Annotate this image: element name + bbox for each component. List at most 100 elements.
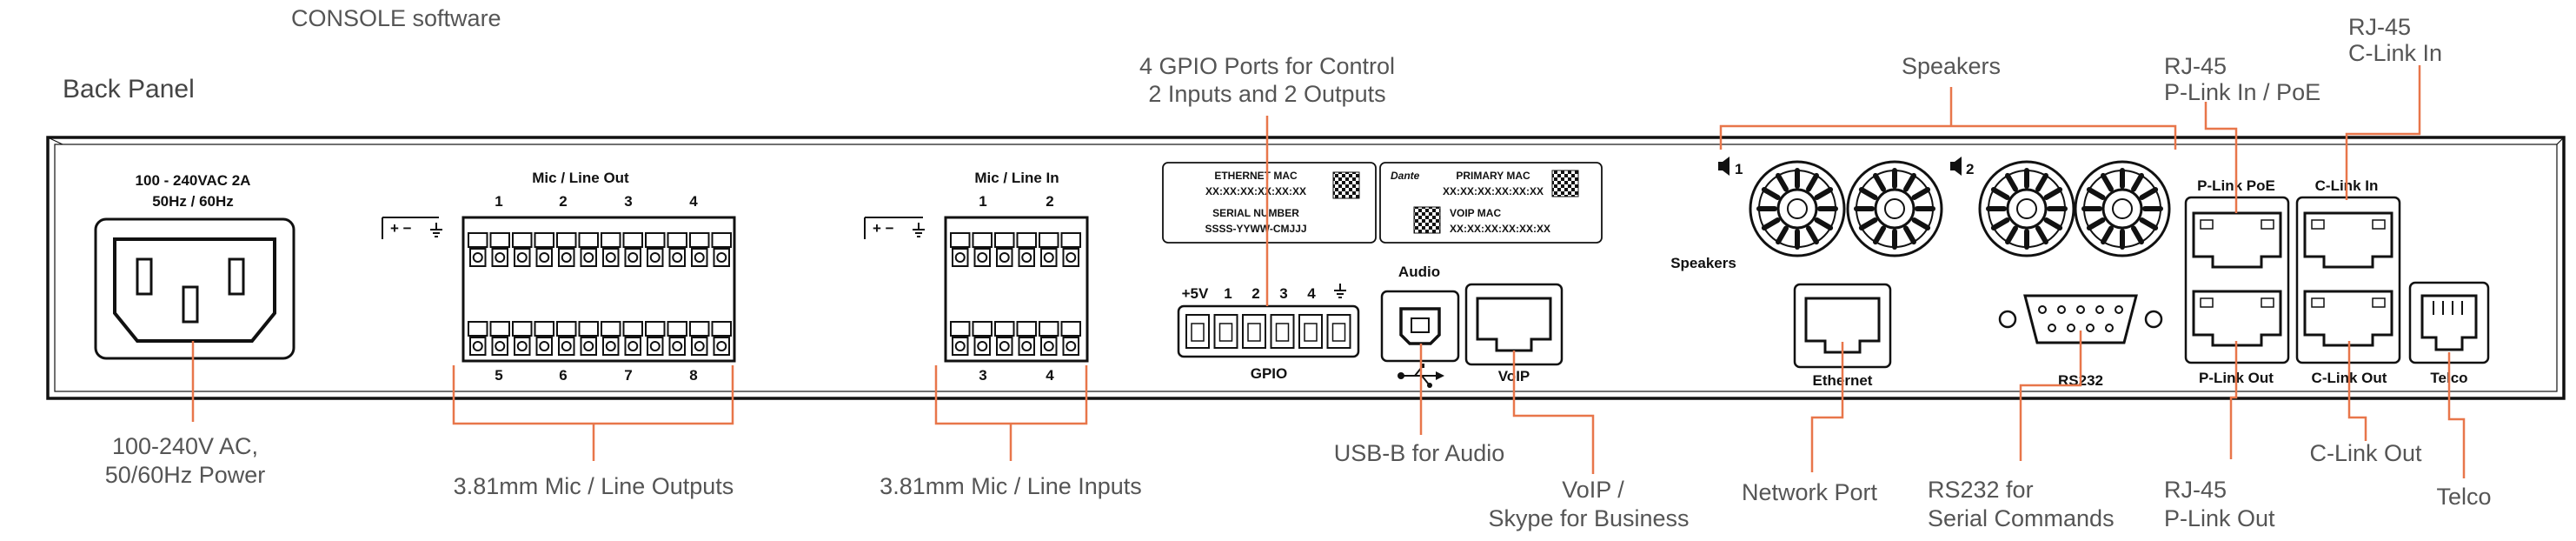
terminal-pin	[667, 321, 687, 356]
gpio-pin	[1326, 314, 1351, 349]
terminal-pin	[622, 321, 643, 356]
terminal-pin	[711, 232, 732, 267]
mic-in-num-3: 3	[979, 367, 986, 384]
serial-number-label: SERIAL NUMBER	[1212, 207, 1299, 219]
db9-pin	[2095, 305, 2104, 314]
terminal-pin	[950, 321, 971, 356]
gpio-pin	[1242, 314, 1266, 349]
telco-callout: Telco	[2436, 484, 2491, 510]
voip-mac-label: VOIP MAC	[1450, 207, 1501, 219]
terminal-pin	[645, 321, 666, 356]
terminal-pin	[601, 232, 621, 267]
mic-out-num-3: 3	[624, 193, 632, 210]
speaker-terminals: 1 2 Speakers	[1670, 157, 2171, 271]
dante-mac-label: PRIMARY MAC	[1456, 170, 1530, 182]
plink-in-callout-1: RJ-45	[2164, 53, 2227, 79]
speaker-icon	[1718, 157, 1730, 176]
clink-out-callout: C-Link Out	[2309, 440, 2422, 466]
mic-in-num-2: 2	[1046, 193, 1053, 210]
voip-callout-2: Skype for Business	[1488, 505, 1689, 531]
terminal-pin	[556, 232, 577, 267]
rj45-jack	[2303, 211, 2393, 269]
plink-in-leader	[2204, 102, 2238, 213]
mic-out-num-1: 1	[495, 193, 502, 210]
db9-pin	[2038, 305, 2047, 314]
mic-out-num-8: 8	[689, 367, 697, 384]
ethernet-mac-value: XX:XX:XX:XX:XX:XX	[1205, 185, 1306, 197]
clink-out-leader	[2347, 341, 2367, 441]
mic-out-polarity: + −	[390, 220, 412, 237]
mic-out-callout: 3.81mm Mic / Line Outputs	[454, 473, 734, 499]
ground-icon	[1334, 284, 1346, 298]
cropped-top-text: CONSOLE software	[291, 5, 501, 31]
speakers-callout: Speakers	[1902, 53, 2001, 79]
terminal-pin	[667, 232, 687, 267]
leader-lines	[191, 65, 2466, 478]
mic-line-out-terminal: Mic / Line Out 1 2 3 4 5 6 7 8 + −	[382, 170, 736, 384]
voip-mac-value: XX:XX:XX:XX:XX:XX	[1450, 223, 1550, 235]
mic-out-num-6: 6	[559, 367, 567, 384]
voip-leader	[1512, 351, 1595, 474]
network-callout: Network Port	[1742, 479, 1878, 505]
terminal-pin	[689, 321, 710, 356]
mic-out-num-2: 2	[559, 193, 567, 210]
rs232-callout-1: RS232 for	[1928, 477, 2034, 503]
gpio-pin-label-3: 3	[1279, 285, 1287, 302]
terminal-pin	[1016, 232, 1037, 267]
speaker-knob	[1846, 160, 1943, 257]
rj45-jack	[2192, 211, 2282, 269]
rs232-callout-2: Serial Commands	[1928, 505, 2115, 531]
power-inlet: 100 - 240VAC 2A 50Hz / 60Hz	[94, 172, 295, 360]
speaker-icon	[1950, 157, 1962, 176]
speakers-panel-label: Speakers	[1670, 255, 1736, 271]
ground-icon	[430, 223, 442, 237]
mic-in-polarity: + −	[873, 220, 894, 237]
terminal-pin	[578, 232, 599, 267]
plink-out-callout-1: RJ-45	[2164, 477, 2227, 503]
terminal-pin	[601, 321, 621, 356]
db9-pin	[2076, 305, 2085, 314]
gpio-pin-label-1: 1	[1224, 285, 1232, 302]
qr-code-icon	[1413, 206, 1441, 234]
db9-pin	[2115, 305, 2123, 314]
terminal-pin	[489, 321, 510, 356]
gpio-pin-label-4: 4	[1307, 285, 1316, 302]
db9-pin	[2067, 324, 2075, 332]
clink-in-callout-2: C-Link In	[2348, 40, 2442, 66]
mic-line-in-terminal: Mic / Line In 1 2 3 4 + −	[864, 170, 1089, 384]
ground-icon	[913, 223, 925, 237]
gpio-pin-label-2: 2	[1251, 285, 1259, 302]
terminal-pin	[534, 232, 554, 267]
gpio-callout-1: 4 GPIO Ports for Control	[1139, 53, 1395, 79]
power-callout-2: 50/60Hz Power	[105, 462, 266, 488]
clink-in-callout-1: RJ-45	[2348, 14, 2411, 40]
plink-out-callout-2: P-Link Out	[2164, 505, 2275, 531]
terminal-pin	[1016, 321, 1037, 356]
gpio-terminal: +5V 1 2 3 4 GPIO	[1177, 284, 1360, 382]
mic-line-in-title: Mic / Line In	[974, 170, 1059, 186]
terminal-pin	[994, 321, 1015, 356]
mic-line-out-title: Mic / Line Out	[532, 170, 629, 186]
chassis	[46, 136, 2566, 400]
rj45-jack	[2303, 290, 2393, 347]
terminal-pin	[1039, 232, 1059, 267]
terminal-pin	[468, 232, 488, 267]
rj45-jack	[2192, 290, 2282, 347]
network-leader	[1810, 342, 1844, 472]
gpio-pin	[1185, 314, 1210, 349]
usb-callout: USB-B for Audio	[1334, 440, 1505, 466]
terminal-pin	[1060, 232, 1081, 267]
terminal-pin	[578, 321, 599, 356]
gpio-pin	[1213, 314, 1238, 349]
mic-in-bracket	[934, 365, 1088, 461]
mic-out-num-5: 5	[495, 367, 502, 384]
terminal-pin	[512, 321, 533, 356]
db9-pin	[2086, 324, 2095, 332]
dante-mac-value: XX:XX:XX:XX:XX:XX	[1443, 185, 1544, 197]
audio-label: Audio	[1398, 264, 1440, 280]
speaker-knob	[2074, 160, 2171, 257]
dante-brand: Dante	[1391, 170, 1420, 182]
mic-out-num-7: 7	[624, 367, 632, 384]
serial-number-value: SSSS-YYWW-CMJJJ	[1205, 223, 1306, 235]
